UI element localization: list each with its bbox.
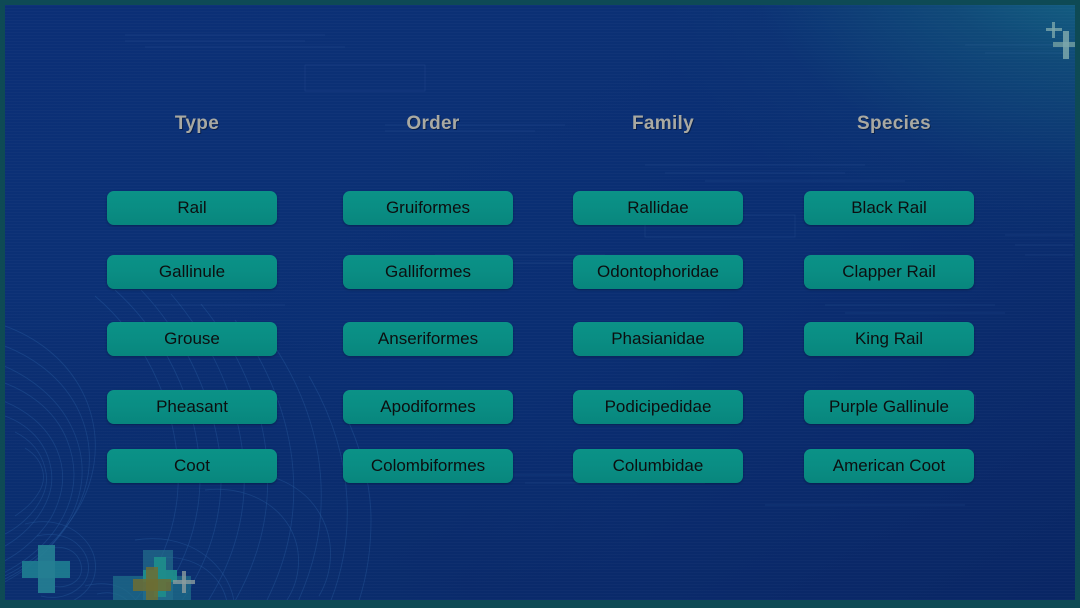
cell-type-1[interactable]: Rail — [107, 191, 277, 225]
column-header-species: Species — [857, 113, 931, 134]
cell-species-5[interactable]: American Coot — [804, 449, 974, 483]
column-header-order: Order — [406, 113, 460, 134]
cell-family-4[interactable]: Podicipedidae — [573, 390, 743, 424]
cell-order-5[interactable]: Colombiformes — [343, 449, 513, 483]
cell-type-3[interactable]: Grouse — [107, 322, 277, 356]
cell-type-2[interactable]: Gallinule — [107, 255, 277, 289]
cell-family-1[interactable]: Rallidae — [573, 191, 743, 225]
cell-type-4[interactable]: Pheasant — [107, 390, 277, 424]
cell-order-1[interactable]: Gruiformes — [343, 191, 513, 225]
cell-family-2[interactable]: Odontophoridae — [573, 255, 743, 289]
cell-order-2[interactable]: Galliformes — [343, 255, 513, 289]
cell-species-2[interactable]: Clapper Rail — [804, 255, 974, 289]
cell-type-5[interactable]: Coot — [107, 449, 277, 483]
cell-order-4[interactable]: Apodiformes — [343, 390, 513, 424]
cell-order-3[interactable]: Anseriformes — [343, 322, 513, 356]
column-header-type: Type — [174, 113, 220, 134]
column-header-family: Family — [632, 113, 694, 134]
cell-species-4[interactable]: Purple Gallinule — [804, 390, 974, 424]
taxonomy-table: Type Order Family Species Rail Gallinule… — [5, 5, 1075, 600]
cell-family-3[interactable]: Phasianidae — [573, 322, 743, 356]
cell-species-1[interactable]: Black Rail — [804, 191, 974, 225]
cell-species-3[interactable]: King Rail — [804, 322, 974, 356]
cell-family-5[interactable]: Columbidae — [573, 449, 743, 483]
slide-canvas: Type Order Family Species Rail Gallinule… — [5, 5, 1075, 600]
